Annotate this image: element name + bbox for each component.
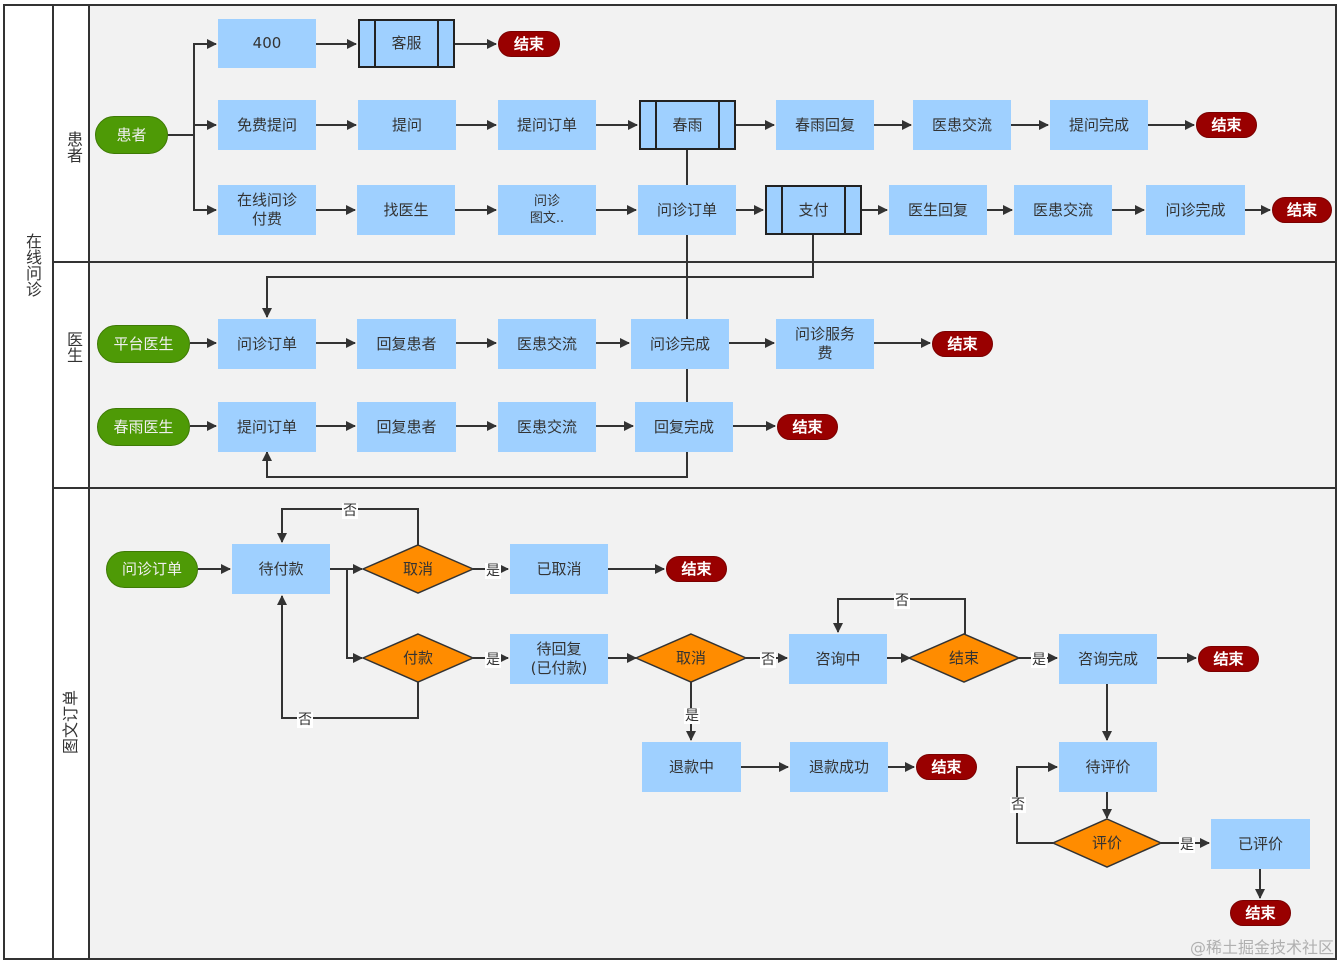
node-reply-complete: 回复完成 [635,402,733,452]
decision-cancel-1 [361,544,475,594]
edge-label-no: 否 [894,593,910,609]
start-chunyu-doctor: 春雨医生 [97,408,190,446]
edge-label-yes: 是 [485,563,501,579]
lane-title-doctor: 医生 [64,331,83,363]
node-ask: 提问 [358,100,456,150]
node-consult-service-fee: 问诊服务 费 [776,319,874,369]
start-consult-order: 问诊订单 [106,551,198,588]
decision-rate [1051,818,1163,868]
end-node: 结束 [1198,646,1259,672]
edge [193,135,217,215]
decisions [361,544,1163,868]
edge [168,39,217,136]
node-awaiting-reply-paid: 待回复 (已付款) [510,634,608,684]
edge-label-no: 否 [297,712,313,728]
node-doctor-patient-communication: 医患交流 [913,100,1011,150]
node-question-order: 提问订单 [218,402,316,452]
start-platform-doctor: 平台医生 [97,325,190,363]
node-consult-order: 问诊订单 [218,319,316,369]
lane-doctor-body [88,261,1337,489]
decision-pay [361,633,475,683]
node-chunyu-reply: 春雨回复 [776,100,874,150]
end-node: 结束 [498,31,560,57]
pool-title: 在线问诊 [23,233,42,297]
edge-label-no: 否 [760,652,776,668]
node-doctor-patient-communication: 医患交流 [1014,185,1112,235]
node-reply-patient: 回复患者 [357,319,456,369]
node-chunyu: 春雨 [639,100,736,150]
node-payment: 支付 [765,185,862,235]
decision-review-label: 评价 [1091,833,1122,852]
edge-label-yes: 是 [684,708,700,724]
end-node: 结束 [666,556,727,582]
node-refunding: 退款中 [642,742,741,792]
edge-label-yes: 是 [1179,837,1195,853]
node-question-order: 提问订单 [498,100,596,150]
node-doctor-reply: 医生回复 [889,185,987,235]
node-online-paid-consult: 在线问诊 付费 [218,185,316,235]
watermark: @稀土掘金技术社区 [1189,938,1334,957]
node-consulting: 咨询中 [789,634,887,684]
decision-cancel-2 [634,633,748,683]
node-doctor-patient-communication: 医患交流 [498,402,596,452]
lane-title-order: 图文订单 [61,690,80,755]
edge-label-no: 否 [1010,797,1026,813]
decision-cancel-label: 取消 [675,648,706,667]
end-node: 结束 [916,754,977,780]
node-pending-payment: 待付款 [232,544,330,594]
decision-finish-label: 结束 [948,648,979,667]
edge [193,120,217,135]
end-node: 结束 [1230,900,1291,926]
edge-label-no: 否 [342,503,358,519]
lane-title-patient: 患者 [64,131,83,163]
node-consult-complete: 问诊完成 [1146,185,1245,235]
edge [262,235,814,318]
node-cancelled: 已取消 [510,544,608,594]
node-400: 400 [218,19,316,68]
node-reviewed: 已评价 [1211,819,1310,869]
edge-label-yes: 是 [1031,652,1047,668]
node-find-doctor: 找医生 [357,185,455,235]
edge [277,595,419,719]
node-free-question: 免费提问 [218,100,316,150]
end-node: 结束 [777,414,838,440]
edge-label-yes: 是 [485,652,501,668]
edge [262,150,688,478]
decision-finish [907,633,1021,683]
node-consult-text: 问诊 图文.. [498,185,596,235]
start-patient: 患者 [95,116,168,154]
node-refund-success: 退款成功 [790,742,888,792]
end-node: 结束 [1272,197,1332,223]
node-pending-review: 待评价 [1059,742,1157,792]
end-node: 结束 [932,331,993,357]
edge [346,569,363,663]
node-question-complete: 提问完成 [1050,100,1148,150]
node-consult-order: 问诊订单 [638,185,736,235]
decision-cancel-label: 取消 [402,559,433,578]
node-consult-finished: 咨询完成 [1059,634,1157,684]
node-doctor-patient-communication: 医患交流 [498,319,596,369]
node-reply-patient: 回复患者 [357,402,456,452]
node-customer-service: 客服 [358,19,455,68]
decision-pay-label: 付款 [402,648,433,667]
node-consult-complete: 问诊完成 [631,319,729,369]
end-node: 结束 [1196,112,1257,138]
edges [168,39,1271,899]
